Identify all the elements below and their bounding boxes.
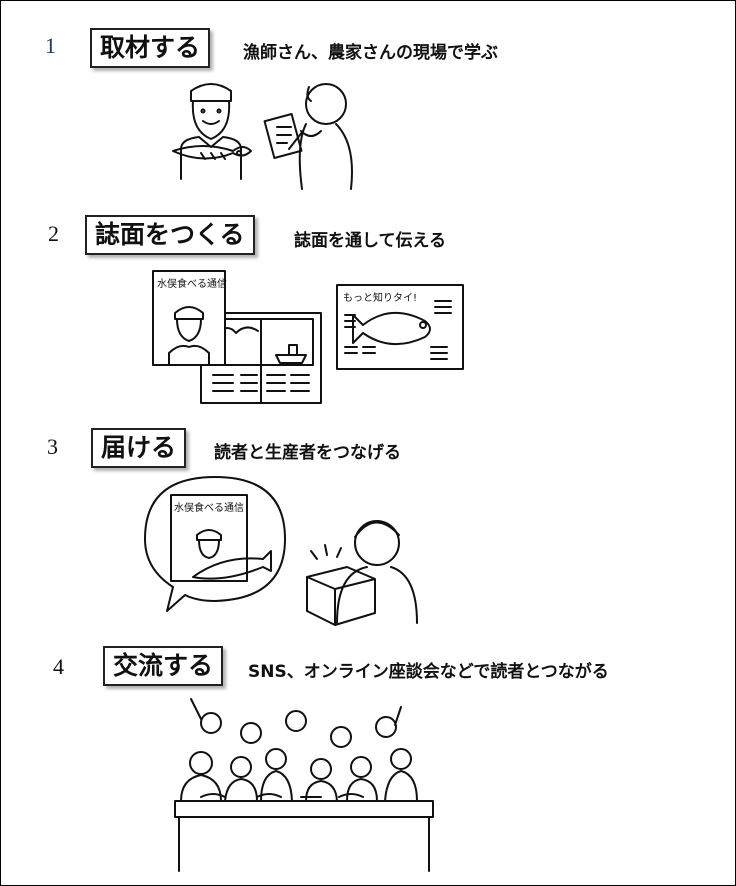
step-title: 届ける — [91, 428, 187, 468]
step-number: 4 — [53, 654, 64, 679]
step-title: 交流する — [103, 646, 224, 686]
step-subtitle: SNS、オンライン座談会などで読者とつながる — [248, 662, 609, 682]
step-title: 誌面をつくる — [85, 215, 255, 255]
magazine-cover-title: 水俣食べる通信 — [174, 501, 244, 514]
step-number: 3 — [47, 434, 58, 459]
article-headline: もっと知りタイ! — [343, 291, 417, 304]
interview-illustration — [172, 83, 353, 190]
step-subtitle: 読者と生産者をつなげる — [214, 443, 401, 463]
step-title: 取材する — [90, 28, 211, 68]
step-number: 1 — [45, 33, 56, 58]
magazine-cover-title: 水俣食べる通信 — [157, 277, 227, 290]
step-number: 2 — [48, 221, 59, 246]
magazine-illustration: 水俣食べる通信 もっと知りタイ! — [152, 270, 464, 404]
delivery-illustration: 水俣食べる通信 — [144, 476, 418, 626]
step-subtitle: 誌面を通して伝える — [294, 231, 446, 251]
community-illustration — [174, 698, 434, 872]
step-subtitle: 漁師さん、農家さんの現場で学ぶ — [243, 43, 498, 63]
